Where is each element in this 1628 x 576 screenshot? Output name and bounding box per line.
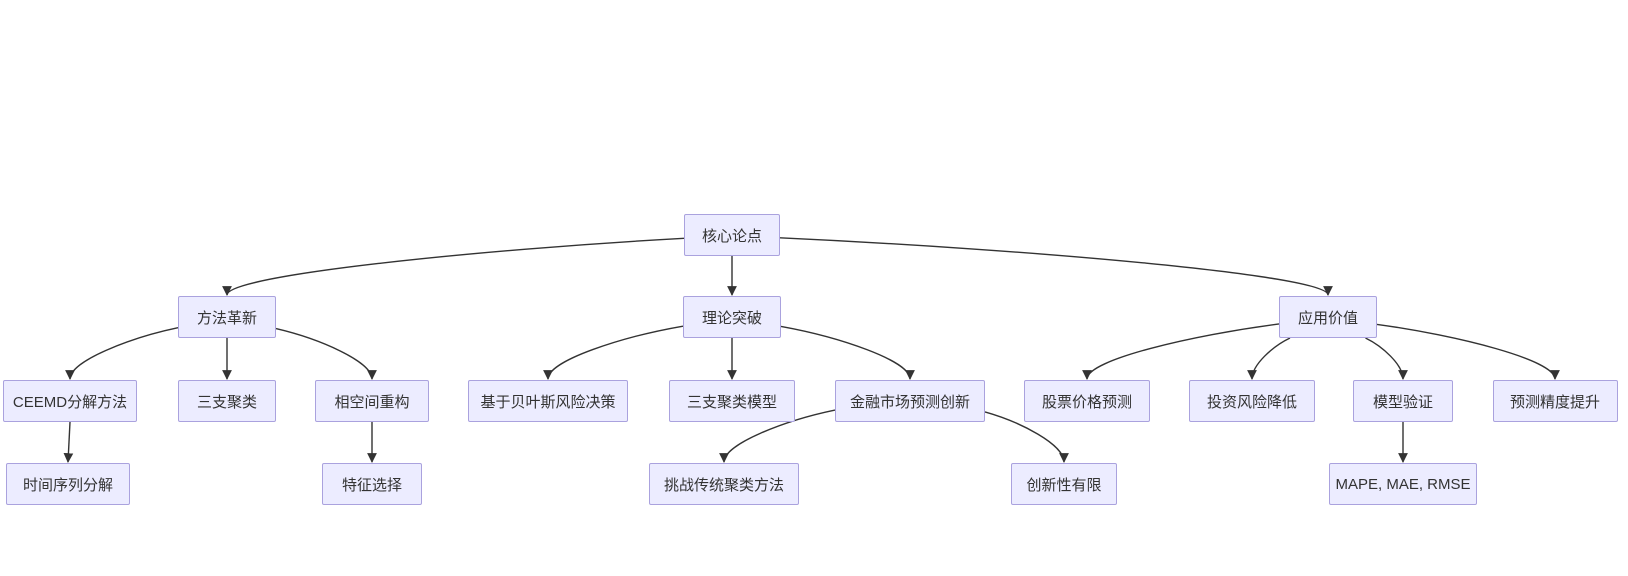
node-application-value: 应用价值 [1279, 296, 1377, 338]
node-investment-risk-reduction: 投资风险降低 [1189, 380, 1315, 422]
node-three-way-clustering-model: 三支聚类模型 [669, 380, 795, 422]
node-time-series-decomposition: 时间序列分解 [6, 463, 130, 505]
edge-application-value-to-prediction-accuracy-improvement [1376, 323, 1560, 380]
node-financial-market-prediction-innovation: 金融市场预测创新 [835, 380, 985, 422]
node-method-innovation: 方法革新 [178, 296, 276, 338]
node-challenge-traditional-clustering: 挑战传统聚类方法 [649, 463, 799, 505]
edge-financial-market-prediction-innovation-to-challenge-traditional-clustering [719, 409, 836, 463]
edge-application-value-to-stock-price-prediction [1082, 323, 1280, 380]
node-model-validation: 模型验证 [1353, 380, 1453, 422]
edge-ceemd-decomposition-to-time-series-decomposition [63, 421, 74, 463]
node-mape-mae-rmse: MAPE, MAE, RMSE [1329, 463, 1477, 505]
node-feature-selection: 特征选择 [322, 463, 422, 505]
node-limited-novelty: 创新性有限 [1011, 463, 1117, 505]
edge-method-innovation-to-ceemd-decomposition [65, 327, 179, 380]
edge-core-thesis-to-application-value [779, 237, 1333, 296]
node-three-way-clustering: 三支聚类 [178, 380, 276, 422]
edges-group [63, 237, 1560, 463]
node-theory-breakthrough: 理论突破 [683, 296, 781, 338]
edge-theory-breakthrough-to-bayesian-risk-decision [543, 325, 684, 380]
node-ceemd-decomposition: CEEMD分解方法 [3, 380, 137, 422]
edge-application-value-to-model-validation [1365, 337, 1408, 380]
node-phase-space-reconstruction: 相空间重构 [315, 380, 429, 422]
node-prediction-accuracy-improvement: 预测精度提升 [1492, 380, 1618, 422]
node-bayesian-risk-decision: 基于贝叶斯风险决策 [468, 380, 628, 422]
edge-theory-breakthrough-to-financial-market-prediction-innovation [780, 325, 915, 380]
node-stock-price-prediction: 股票价格预测 [1024, 380, 1150, 422]
node-core-thesis: 核心论点 [684, 214, 780, 256]
edge-application-value-to-investment-risk-reduction [1247, 337, 1291, 380]
edge-method-innovation-to-phase-space-reconstruction [275, 327, 377, 380]
edge-financial-market-prediction-innovation-to-limited-novelty [984, 411, 1069, 463]
edge-core-thesis-to-method-innovation [222, 237, 685, 296]
